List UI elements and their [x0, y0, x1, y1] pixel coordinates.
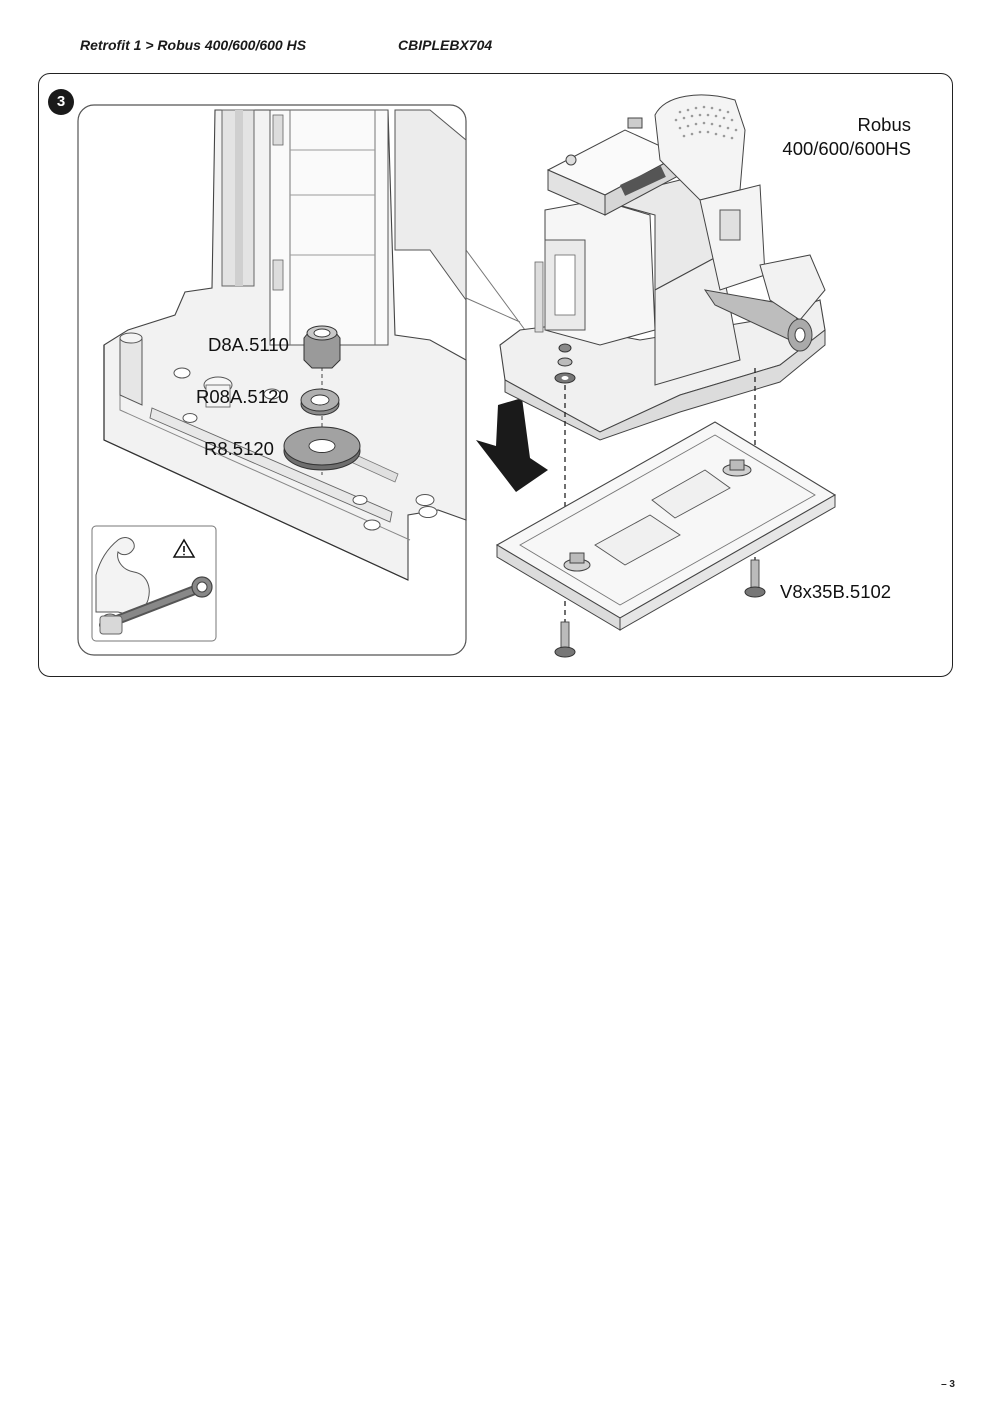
flat-washer-icon [283, 426, 361, 471]
figure-frame [38, 73, 953, 677]
strength-wrench-icon [91, 525, 217, 642]
nut-icon [303, 325, 341, 369]
label-flat-washer: R8.5120 [204, 438, 274, 459]
label-product: Robus 400/600/600HS [782, 113, 911, 161]
base-plate [495, 421, 837, 631]
down-arrow-icon [476, 398, 548, 492]
product-models: 400/600/600HS [782, 138, 911, 159]
document-code: CBIPLEBX704 [398, 37, 493, 53]
label-screw: V8x35B.5102 [780, 581, 892, 602]
label-lock-washer: R08A.5120 [196, 386, 289, 407]
warning-triangle-icon [172, 538, 196, 558]
screw-icon [554, 621, 576, 658]
label-nut: D8A.5110 [208, 334, 289, 355]
product-name: Robus [857, 114, 911, 135]
detail-inset [77, 104, 526, 656]
document-title: Retrofit 1 > Robus 400/600/600 HS [80, 37, 307, 53]
step-number-badge: 3 [48, 89, 74, 115]
motor-unit [499, 94, 826, 441]
lock-washer-icon [300, 388, 340, 416]
page-number: – 3 [941, 1379, 955, 1390]
screw-icon [744, 559, 766, 598]
